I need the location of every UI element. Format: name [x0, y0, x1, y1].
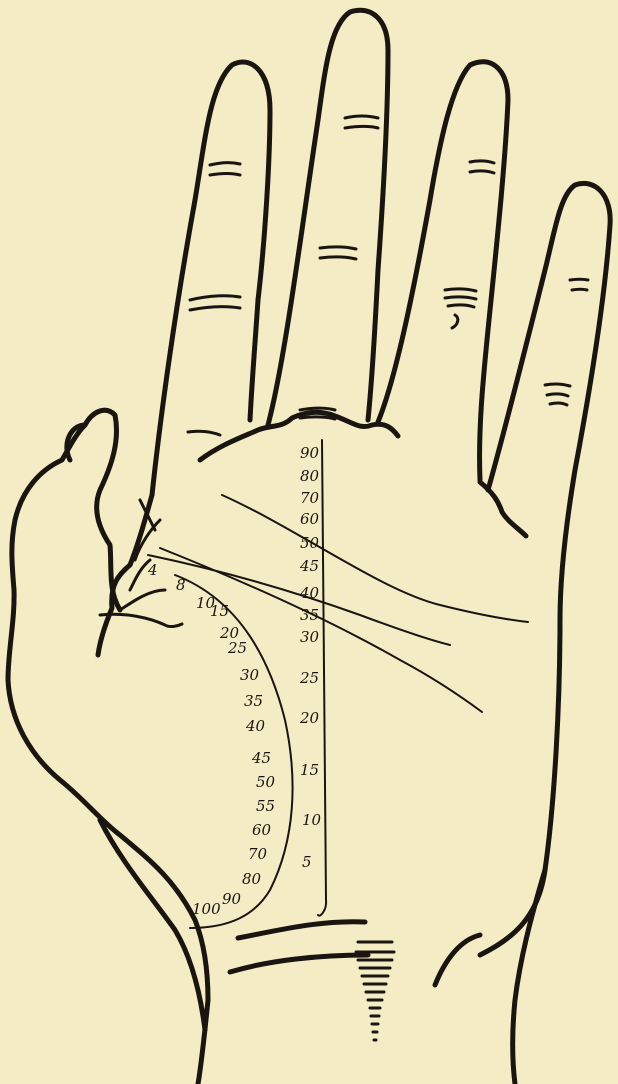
thumb-scale-label: 4	[147, 561, 158, 579]
thumb-scale-label: 60	[252, 821, 272, 839]
thumb-scale-label: 55	[256, 797, 275, 815]
thumb-scale-label: 30	[240, 666, 260, 684]
vertical-scale-label: 35	[300, 606, 319, 624]
vertical-scale-label: 15	[300, 761, 319, 779]
vertical-scale-label: 70	[300, 489, 320, 507]
thumb-scale-label: 8	[176, 576, 186, 594]
vertical-scale-label: 45	[299, 557, 319, 575]
thumb-scale-label: 45	[251, 749, 271, 767]
vertical-scale-label: 50	[300, 534, 320, 552]
vertical-scale-label: 5	[302, 853, 312, 871]
thumb-scale-label: 35	[244, 692, 263, 710]
vertical-scale-label: 80	[300, 467, 320, 485]
vertical-scale-label: 40	[299, 584, 320, 602]
thumb-scale-label: 25	[227, 639, 247, 657]
vertical-scale-label: 90	[300, 444, 320, 462]
thumb-scale-label: 100	[192, 900, 221, 918]
thumb-scale-label: 40	[245, 717, 266, 735]
thumb-scale-label: 80	[242, 870, 262, 888]
thumb-scale-label: 50	[256, 773, 276, 791]
vertical-scale-label: 25	[299, 669, 319, 687]
thumb-scale-label: 70	[248, 845, 268, 863]
vertical-scale-label: 60	[300, 510, 320, 528]
vertical-scale-label: 30	[300, 628, 320, 646]
thumb-scale-label: 15	[210, 602, 229, 620]
vertical-scale-label: 20	[299, 709, 320, 727]
thumb-scale-label: 90	[222, 890, 242, 908]
vertical-scale-label: 10	[302, 811, 322, 829]
